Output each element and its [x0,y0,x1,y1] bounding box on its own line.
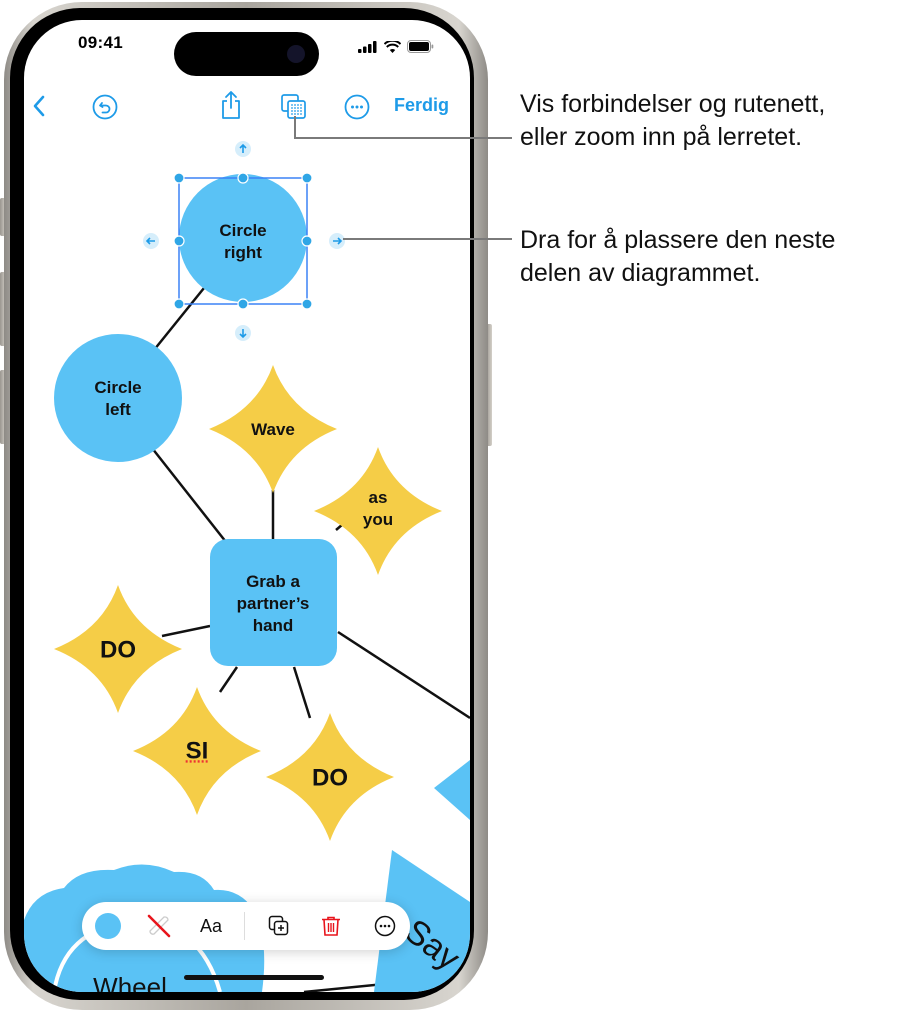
node-grab-hand [210,539,337,666]
ellipsis-circle-icon [374,915,396,937]
node-star-wave [209,365,337,493]
delete-button[interactable] [310,902,352,950]
add-node-handles [143,141,345,341]
action-button [0,198,6,236]
selection-box [173,172,313,310]
node-label-wave[interactable]: Wave [251,419,295,439]
screen: Circle right Circle left Wave as you Gra… [24,20,470,992]
camera-icon [287,45,305,63]
node-star-do-bottom [266,713,394,841]
power-button [486,324,492,446]
node-star-do-left [54,585,182,713]
ellipsis-circle-icon [344,94,370,120]
node-circle-right [179,174,307,302]
callout-leader-line-1 [294,116,296,138]
done-button[interactable]: Ferdig [394,95,450,115]
share-button[interactable] [219,90,243,120]
text-style-button[interactable]: Aa [190,902,232,950]
node-label-circle-right[interactable]: Circle right [219,220,267,262]
trash-icon [322,916,340,936]
back-button[interactable] [32,94,46,118]
dynamic-island [174,32,319,76]
format-bar-divider [244,912,245,940]
node-label-circle-left[interactable]: Circle left [94,377,142,419]
undo-icon [92,94,118,120]
node-star-si [133,687,261,815]
add-node-left-handle [143,233,159,249]
chevron-left-icon [33,95,45,117]
diagram-canvas[interactable] [24,20,470,992]
add-node-right-handle [329,233,345,249]
format-more-button[interactable] [364,902,406,950]
node-label-wheel[interactable]: Wheel [93,972,167,992]
volume-up-button [0,272,6,346]
fill-color-button[interactable] [88,902,128,950]
volume-down-button [0,370,6,444]
node-circle-left [54,334,182,462]
grid-overlay-icon [281,94,306,119]
callout-view-options: Vis forbindelser og rutenett, eller zoom… [520,90,826,151]
cellular-signal-icon [358,40,377,53]
add-node-up-handle [235,141,251,157]
duplicate-icon [268,915,289,936]
undo-button[interactable] [92,94,118,120]
node-triangle-partial [434,760,470,820]
wifi-icon [384,40,401,53]
callout-drag-handle: Dra for å plassere den neste delen av di… [520,226,836,287]
node-label-si[interactable]: SI [185,737,209,765]
callout-leader-line-1 [294,137,512,139]
shape-format-bar: Aa [82,902,410,950]
more-button[interactable] [344,94,370,120]
home-indicator[interactable] [184,975,324,980]
status-time: 09:41 [78,33,123,52]
share-icon [222,91,240,119]
no-stroke-icon [147,914,171,938]
text-style-label: Aa [199,915,223,936]
node-label-as-you[interactable]: as you [362,487,394,529]
node-label-do-left[interactable]: DO [100,636,136,664]
node-label-do-bottom[interactable]: DO [312,764,348,792]
node-triangle-say [374,850,470,992]
status-icons [358,40,434,53]
node-star-as-you [314,447,442,575]
stroke-button[interactable] [138,902,180,950]
node-label-grab-hand[interactable]: Grab a partner’s hand [236,571,310,636]
fill-color-swatch-icon [95,913,121,939]
view-options-button[interactable] [280,93,308,121]
duplicate-button[interactable] [258,902,300,950]
callout-leader-line-2 [343,238,512,240]
add-node-down-handle [235,325,251,341]
battery-icon [407,40,434,53]
